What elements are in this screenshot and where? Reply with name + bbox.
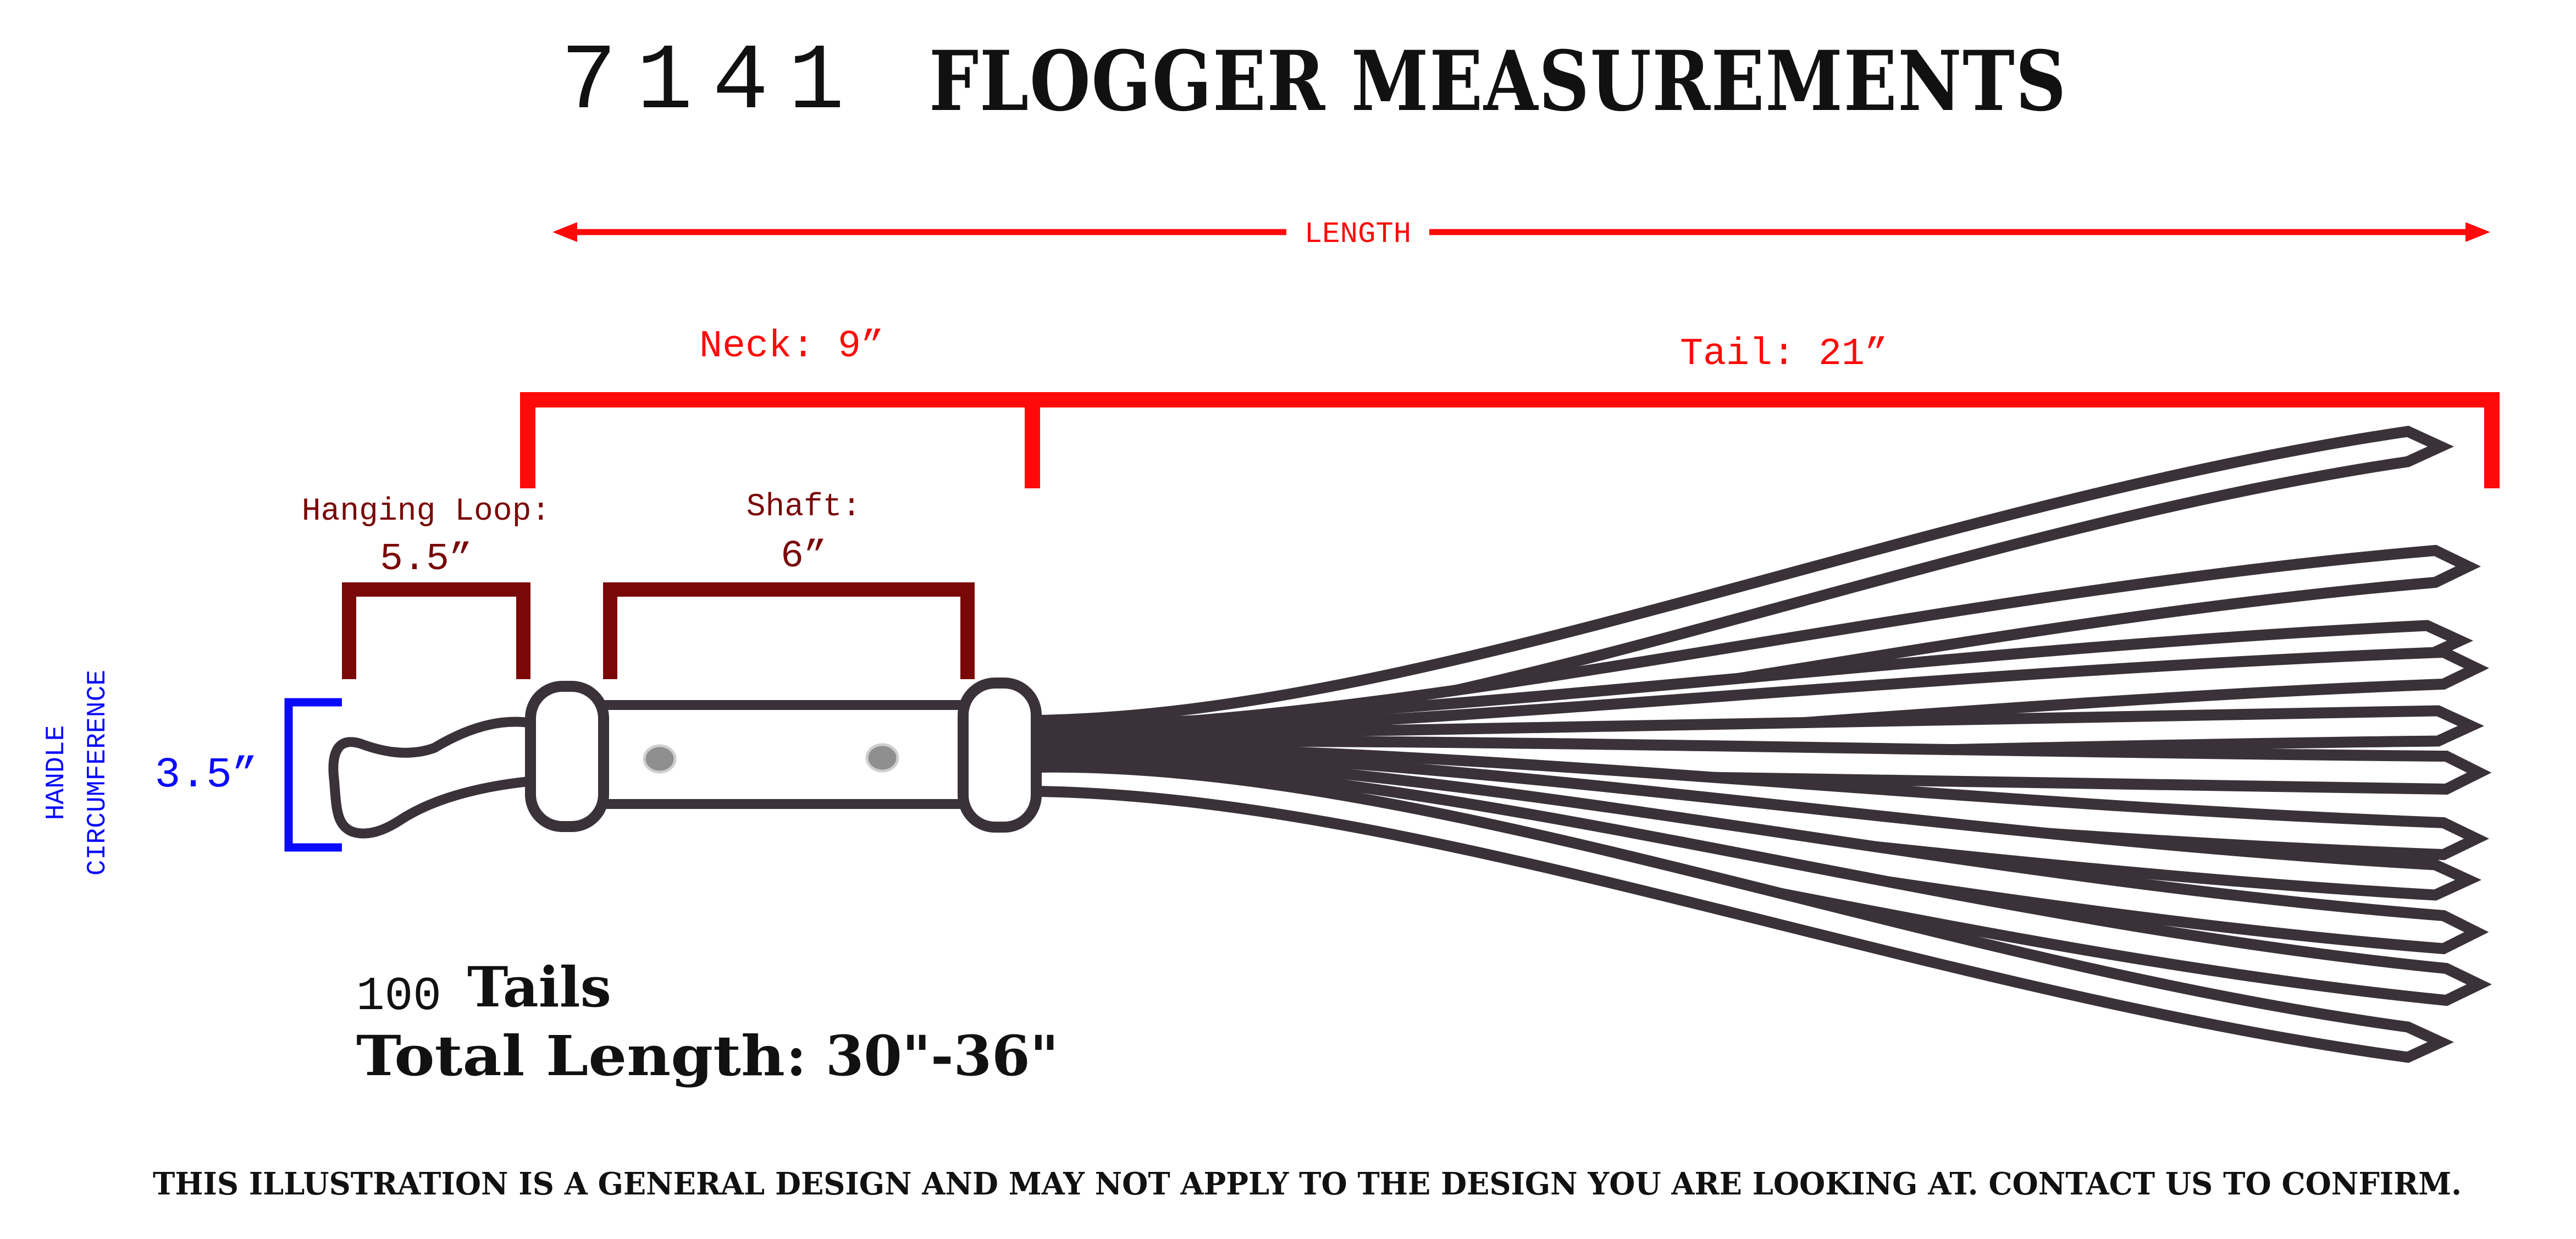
shaft-value: 6”	[781, 535, 827, 579]
handle-circumference-bracket	[284, 698, 342, 852]
shaft-title: Shaft:	[747, 489, 861, 525]
hanging-loop-value: 5.5”	[380, 538, 472, 581]
neck-tail-bracket	[520, 392, 2500, 488]
arrowhead-right-icon	[2466, 222, 2490, 242]
total-length-value: : 30"-36"	[786, 1023, 1059, 1088]
page-title: FLOGGER MEASUREMENTS	[929, 33, 2067, 130]
tail-strand	[1031, 761, 2455, 1063]
rivet-1-icon	[643, 744, 677, 774]
shaft-bracket	[603, 582, 975, 679]
total-length-label: Total Length	[356, 1023, 785, 1088]
hanging-loop-shape	[328, 717, 552, 839]
model-number: 7141	[561, 30, 864, 136]
rivet-2-icon	[865, 743, 899, 773]
tail-label: Tail: 21”	[1680, 333, 1888, 376]
handle-circumference-label-line2: CIRCUMFERENCE	[83, 670, 113, 875]
handle-circumference-label-line1: HANDLE	[42, 725, 71, 821]
length-arrow	[552, 222, 2490, 242]
disclaimer: THIS ILLUSTRATION IS A GENERAL DESIGN AN…	[153, 1166, 2462, 1202]
handle-ferrule-left	[525, 681, 609, 832]
hanging-loop-bracket	[342, 582, 530, 679]
arrowhead-left-icon	[552, 222, 577, 242]
handle-circumference-value: 3.5”	[154, 751, 257, 800]
hanging-loop-title: Hanging Loop:	[302, 494, 550, 530]
tails-label: Tails	[467, 955, 611, 1020]
tails-count: 100	[356, 970, 441, 1023]
length-label: LENGTH	[1304, 218, 1411, 251]
flogger-illustration	[328, 426, 2492, 1063]
neck-label: Neck: 9”	[699, 325, 884, 368]
handle-ferrule-right	[958, 678, 1042, 833]
flogger-tails	[1031, 426, 2492, 1063]
